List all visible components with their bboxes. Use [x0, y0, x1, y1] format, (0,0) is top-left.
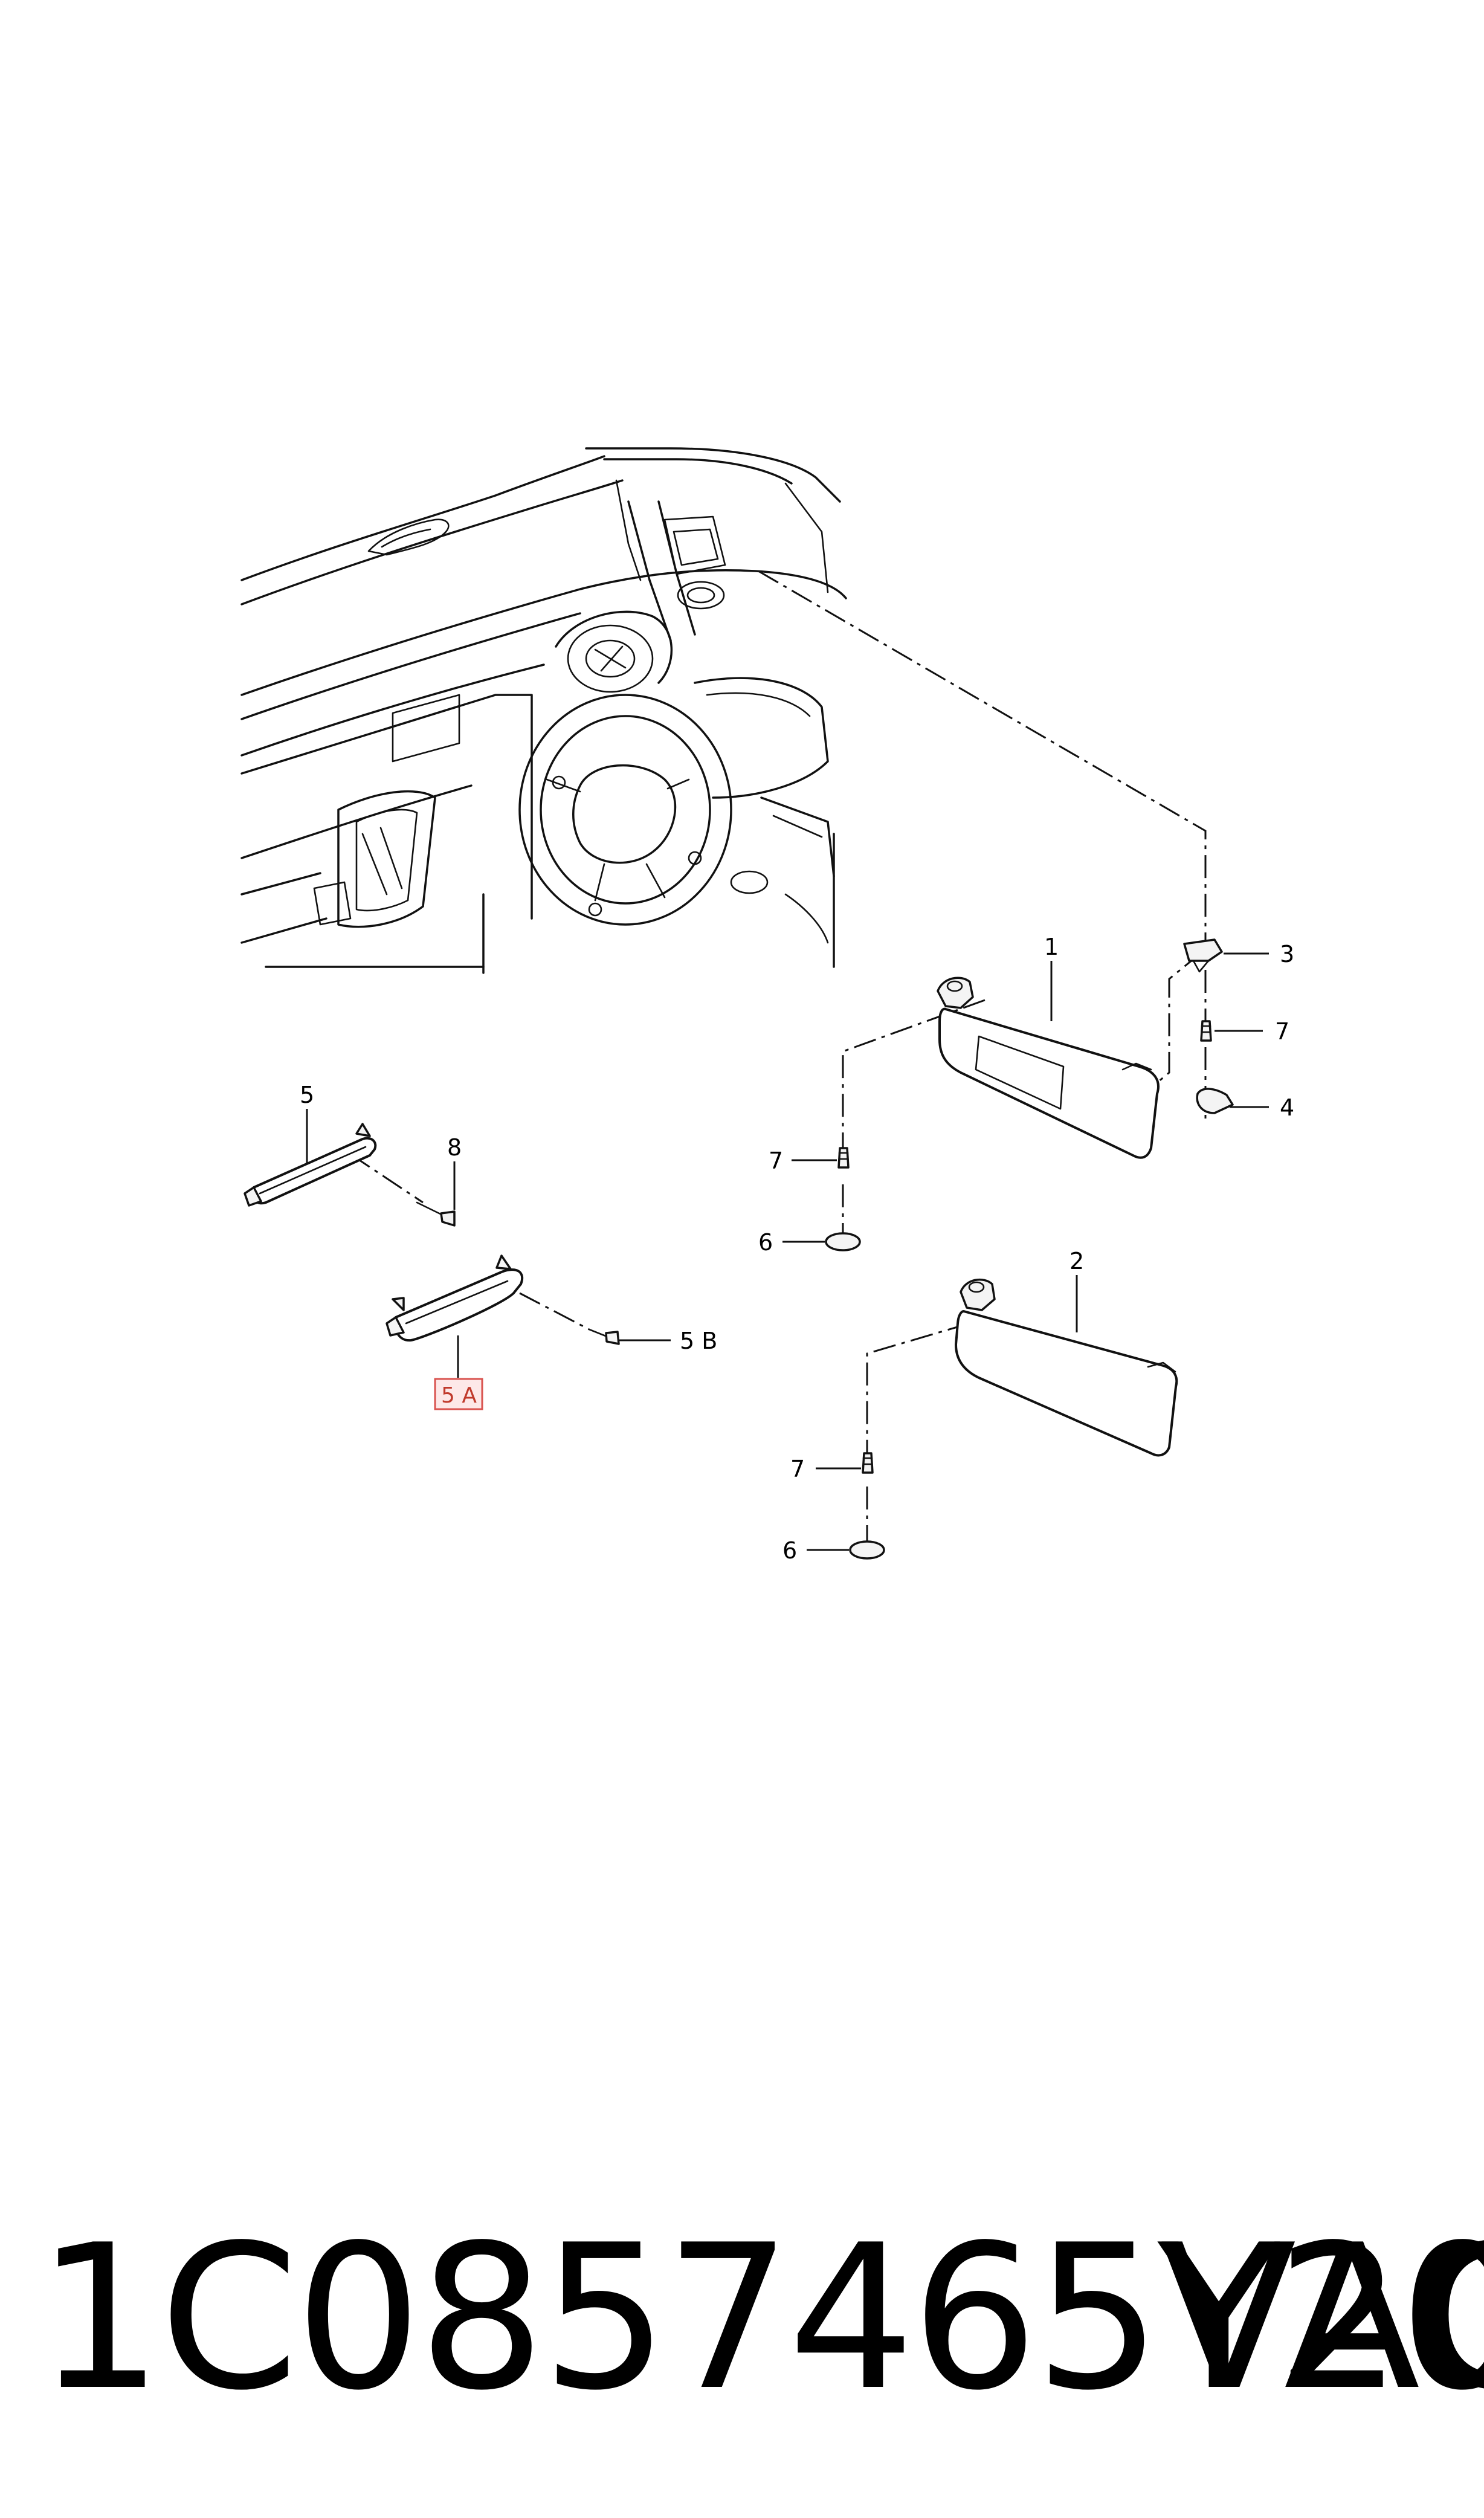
- visor-holder-clip: [1183, 938, 1223, 973]
- callout-6-upper: 6: [758, 1229, 773, 1256]
- cover-cap-6-lower: [849, 1540, 885, 1560]
- grab-handle-5: [244, 1123, 377, 1207]
- callout-6-lower: 6: [782, 1537, 797, 1564]
- callout-leaders: [306, 952, 1269, 1551]
- callout-7-lower: 7: [790, 1456, 805, 1482]
- vehicle-interior-illustration: [240, 447, 847, 974]
- cover-cap-6-upper: [825, 1232, 861, 1251]
- screw-5b: [588, 1328, 620, 1345]
- callout-8: 8: [447, 1134, 462, 1161]
- screw-7-left: [837, 1147, 850, 1169]
- callout-5a: 5 A: [441, 1383, 477, 1408]
- sun-visor-with-mirror: [937, 977, 1160, 1159]
- callout-7-left: 7: [769, 1148, 783, 1174]
- callout-5a-highlight: [434, 1378, 483, 1410]
- grab-handle-5a: [386, 1254, 524, 1342]
- callout-4: 4: [1280, 1094, 1294, 1121]
- callout-7-upper: 7: [1275, 1018, 1289, 1045]
- callout-1: 1: [1044, 934, 1059, 960]
- brand-name: VAG: [1160, 2202, 1484, 2434]
- sun-visor: [955, 1278, 1178, 1457]
- visor-holder: [1196, 1088, 1234, 1114]
- callout-3: 3: [1280, 941, 1294, 967]
- screw-7-upper: [1200, 1020, 1212, 1042]
- callout-labels: 1 2 3 7 4 7 6 7 6 5 8 5 B 5 A: [300, 934, 1294, 1564]
- screw-8: [416, 1201, 456, 1227]
- part-number: 1C0857465Y20: [36, 2202, 1484, 2434]
- callout-5: 5: [300, 1082, 314, 1108]
- screw-7-lower: [862, 1452, 874, 1474]
- callout-2: 2: [1069, 1248, 1084, 1274]
- callout-5b: 5 B: [680, 1328, 717, 1354]
- reference-lines: [350, 570, 1207, 1541]
